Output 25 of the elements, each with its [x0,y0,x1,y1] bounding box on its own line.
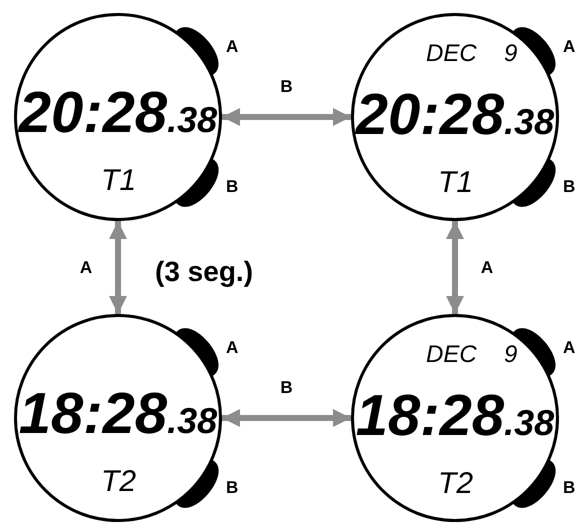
button-label: B [226,478,238,498]
timezone-display: T1 [438,168,474,198]
timezone-display: T2 [101,467,136,497]
seconds-display: .38 [167,102,218,138]
button-label: B [563,478,576,498]
button-label: B [563,177,576,197]
time-display: 18:28 [18,385,168,443]
day-display: 9 [504,343,518,367]
seconds-display: .38 [504,405,554,441]
time-display: 20:28 [356,86,504,144]
month-display: DEC [426,42,477,66]
button-label: B [226,177,238,197]
button-label: A [563,338,576,358]
timezone-display: T2 [438,469,474,499]
timezone-display: T1 [101,166,136,196]
time-display: 18:28 [356,387,504,445]
button-label: A [226,338,238,358]
note-text: (3 seg.) [155,256,254,288]
day-display: 9 [504,42,518,66]
time-display: 20:28 [18,84,168,142]
month-display: DEC [426,343,477,367]
button-label: A [226,37,238,57]
button-label: A [563,37,576,57]
seconds-display: .38 [504,104,554,140]
seconds-display: .38 [167,403,218,439]
